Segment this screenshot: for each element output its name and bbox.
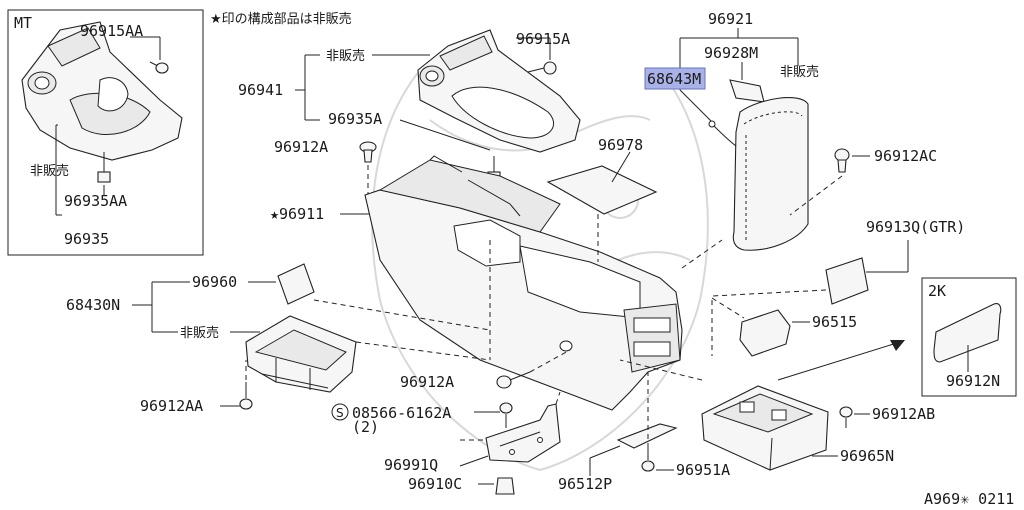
- cable-end-icon: [708, 120, 716, 128]
- armrest-lid-part: [732, 97, 809, 251]
- bracket-96991q-part: [485, 403, 561, 463]
- label-96978: 96978: [598, 136, 643, 154]
- shift-bezel-top: [417, 29, 581, 153]
- 2k-inset: 2K 96912N: [921, 277, 1017, 397]
- label-screw-qty: (2): [352, 418, 379, 436]
- clip-96912ac-icon: [834, 148, 850, 173]
- label-68430n: 68430N: [66, 296, 120, 314]
- label-96911: ★96911: [270, 205, 324, 223]
- label-not-sold-right: 非販売: [780, 64, 819, 80]
- label-96915a: 96915A: [516, 30, 570, 48]
- header-note: ★印の構成部品は非販売: [210, 11, 352, 27]
- screw-96912aa-icon: [239, 382, 253, 410]
- clip-96915a-icon: [527, 61, 557, 75]
- armrest-latch-part: [729, 79, 765, 103]
- cover-96913q-part: [825, 257, 869, 305]
- label-96912a-mid: 96912A: [400, 373, 454, 391]
- label-96910c: 96910C: [408, 475, 462, 493]
- label-96921: 96921: [708, 10, 753, 28]
- mt-inset-frame: [7, 9, 204, 256]
- label-96512p: 96512P: [558, 475, 612, 493]
- label-96991q: 96991Q: [384, 456, 438, 474]
- mt-shift-bezel: [21, 21, 183, 161]
- arrow-to-2k: [777, 341, 901, 381]
- label-screw-spec: 08566-6162A: [352, 404, 451, 422]
- 2k-part-label: 96912N: [946, 372, 1000, 390]
- cover-96960-part: [277, 263, 315, 305]
- mt-inset-title: MT: [14, 14, 32, 32]
- label-not-sold-top: 非販売: [326, 48, 365, 64]
- base-96965n-part: [701, 385, 829, 471]
- label-96912aa: 96912AA: [140, 397, 203, 415]
- 2k-cover-part: [933, 303, 1002, 363]
- mt-label-retainer: 96935AA: [64, 192, 127, 210]
- clip-96951a-icon: [641, 448, 655, 472]
- bracket-96512p-part: [616, 423, 678, 449]
- screw-spec-prefix: S: [336, 406, 344, 420]
- label-96951a: 96951A: [676, 461, 730, 479]
- retainer-icon: [97, 152, 111, 183]
- highlight-68643m: [644, 67, 706, 90]
- label-68643m[interactable]: 68643M: [647, 70, 701, 88]
- screw-08566-icon: [499, 402, 513, 428]
- label-96928m: 96928M: [704, 44, 758, 62]
- lid-96978-part: [546, 165, 658, 215]
- mt-inset: MT 96915AA 非販売 96935AA 96935: [7, 9, 204, 256]
- center-console-body: [364, 155, 683, 411]
- label-not-sold-left: 非販売: [180, 325, 219, 341]
- label-96965n: 96965N: [840, 447, 894, 465]
- clip-96912a-mid-icon: [496, 371, 531, 389]
- label-96935a: 96935A: [328, 110, 382, 128]
- label-96912ab: 96912AB: [872, 405, 935, 423]
- screw-96912ab-icon: [839, 406, 853, 428]
- arrow-head-icon: [890, 340, 905, 351]
- label-96912a-top: 96912A: [274, 138, 328, 156]
- label-96913q: 96913Q(GTR): [866, 218, 965, 236]
- label-96912ac: 96912AC: [874, 147, 937, 165]
- 2k-inset-frame: [921, 277, 1017, 397]
- cup-holder-68430n-part: [245, 315, 357, 393]
- clip-icon: [149, 61, 169, 74]
- cable-line: [711, 123, 737, 147]
- label-96960: 96960: [192, 273, 237, 291]
- clip-96912a-top-icon: [359, 141, 377, 163]
- clip-96910c-icon: [495, 477, 515, 495]
- 2k-inset-title: 2K: [928, 282, 946, 300]
- mt-label-assy: 96935: [64, 230, 109, 248]
- label-96515: 96515: [812, 313, 857, 331]
- pocket-96515-part: [739, 309, 791, 357]
- mt-label-clip: 96915AA: [80, 22, 143, 40]
- mt-label-not-sold: 非販売: [30, 163, 69, 179]
- label-96941: 96941: [238, 81, 283, 99]
- screw-spec-symbol: S: [331, 403, 349, 421]
- diagram-code: A969✳ 0211: [924, 490, 1014, 508]
